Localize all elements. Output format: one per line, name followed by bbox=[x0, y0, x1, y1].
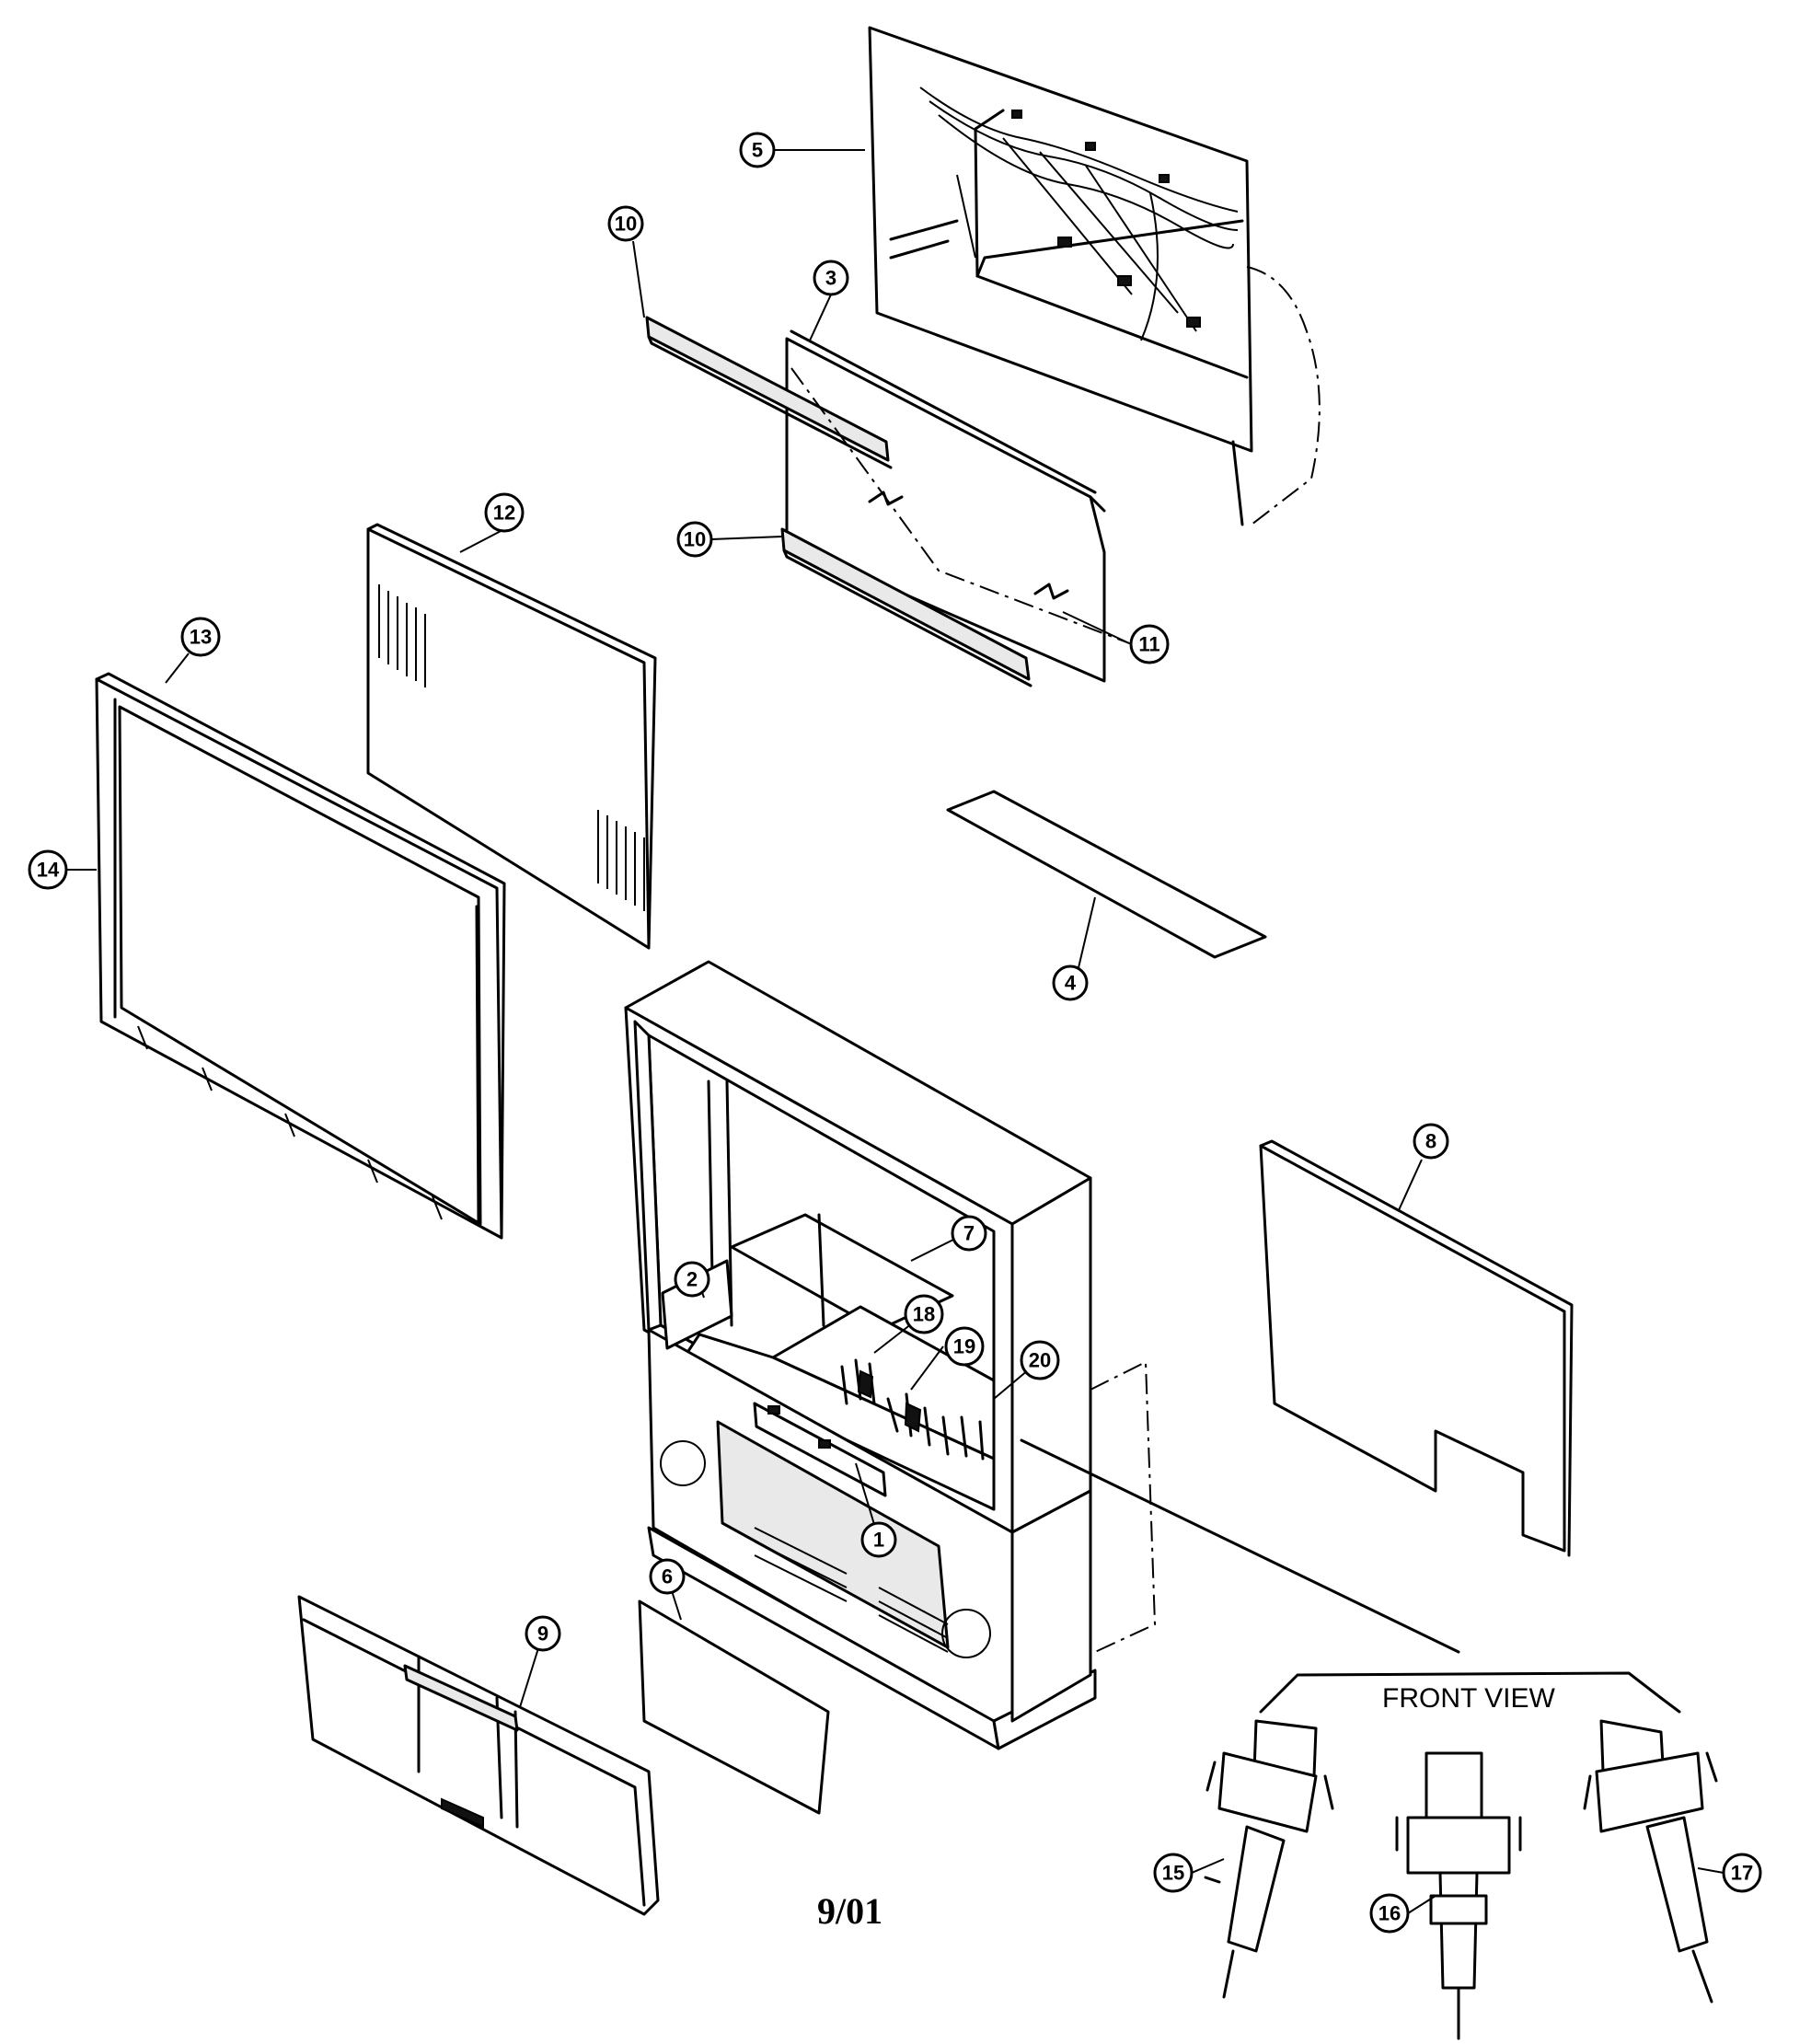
callout-17: 17 bbox=[1722, 1853, 1762, 1893]
svg-text:5: 5 bbox=[752, 139, 763, 162]
svg-text:4: 4 bbox=[1065, 972, 1077, 995]
callout-3: 3 bbox=[813, 260, 849, 296]
panel-part-12 bbox=[366, 523, 657, 950]
callout-10-lower: 10 bbox=[676, 521, 713, 558]
svg-text:11: 11 bbox=[1138, 633, 1159, 656]
clips-part-11 bbox=[790, 367, 1133, 645]
svg-text:14: 14 bbox=[37, 859, 60, 882]
callout-14: 14 bbox=[28, 849, 68, 890]
svg-text:12: 12 bbox=[493, 502, 515, 525]
crt-projector-right-part-17 bbox=[1583, 1719, 1718, 2004]
svg-text:18: 18 bbox=[913, 1303, 935, 1326]
svg-text:10: 10 bbox=[684, 528, 706, 551]
callout-1: 1 bbox=[860, 1521, 897, 1558]
callout-12: 12 bbox=[484, 492, 525, 533]
svg-text:2: 2 bbox=[686, 1268, 698, 1291]
callout-5: 5 bbox=[739, 132, 776, 168]
front-grille-part-9 bbox=[297, 1595, 660, 1916]
svg-text:9: 9 bbox=[537, 1622, 548, 1646]
crt-projector-left-part-15 bbox=[1204, 1719, 1334, 1999]
callout-18: 18 bbox=[904, 1294, 944, 1334]
rail-lower-part-10 bbox=[780, 527, 1032, 687]
svg-text:20: 20 bbox=[1029, 1349, 1051, 1372]
front-view-bracket bbox=[1259, 1671, 1681, 1714]
callout-6: 6 bbox=[649, 1558, 686, 1595]
svg-text:16: 16 bbox=[1378, 1902, 1401, 1925]
svg-text:7: 7 bbox=[963, 1222, 975, 1245]
rear-cover-part-5 bbox=[868, 26, 1321, 526]
callout-9: 9 bbox=[525, 1615, 561, 1652]
cover-part-6 bbox=[638, 1599, 830, 1815]
svg-text:8: 8 bbox=[1425, 1130, 1436, 1153]
callout-7: 7 bbox=[951, 1215, 987, 1252]
side-panel-part-8 bbox=[1259, 1139, 1574, 1557]
svg-text:3: 3 bbox=[825, 267, 836, 290]
date-code: 9/01 bbox=[817, 1890, 882, 1932]
callout-leaders bbox=[64, 149, 1724, 1914]
callout-13: 13 bbox=[180, 617, 221, 657]
callout-15: 15 bbox=[1153, 1853, 1194, 1893]
svg-text:10: 10 bbox=[615, 213, 637, 236]
svg-text:15: 15 bbox=[1162, 1862, 1184, 1885]
callout-8: 8 bbox=[1413, 1123, 1449, 1160]
svg-text:19: 19 bbox=[953, 1335, 975, 1358]
front-frame-part-13 bbox=[95, 672, 506, 1240]
callout-10-upper: 10 bbox=[607, 205, 644, 242]
front-view-label: FRONT VIEW bbox=[1382, 1683, 1555, 1714]
cabinet-main bbox=[624, 960, 1460, 1750]
callout-2: 2 bbox=[674, 1261, 710, 1298]
callout-16: 16 bbox=[1369, 1893, 1410, 1934]
svg-text:17: 17 bbox=[1731, 1862, 1753, 1885]
rail-upper-part-10 bbox=[645, 316, 893, 469]
svg-text:13: 13 bbox=[190, 626, 212, 649]
callout-11: 11 bbox=[1129, 624, 1170, 664]
callout-20: 20 bbox=[1020, 1340, 1060, 1380]
svg-text:6: 6 bbox=[662, 1565, 673, 1588]
callout-4: 4 bbox=[1052, 964, 1089, 1001]
callout-19: 19 bbox=[944, 1326, 985, 1367]
inner-panel-part-3 bbox=[785, 329, 1106, 683]
crt-projector-center-part-16 bbox=[1395, 1751, 1522, 2040]
svg-text:1: 1 bbox=[873, 1529, 884, 1552]
plate-part-4 bbox=[946, 790, 1267, 959]
